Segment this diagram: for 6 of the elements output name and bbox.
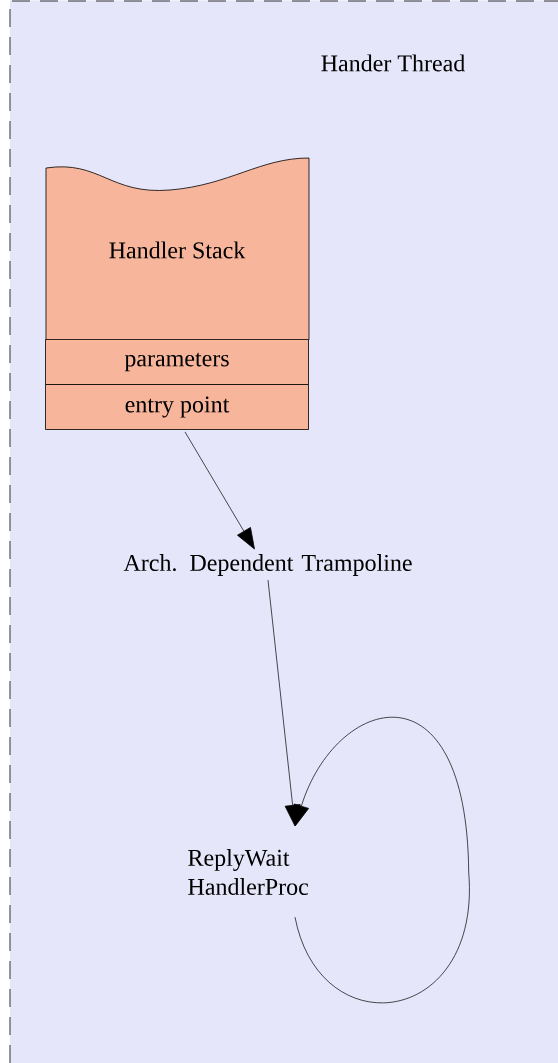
arrow [184,431,255,550]
trampoline-label: Arch. Dependent Trampoline [123,554,412,576]
handler-proc-label: ReplyWait HandlerProc [188,849,309,895]
stack-cell: entry point [45,384,309,430]
arrow [293,717,470,1003]
stack-cell: parameters [45,339,309,385]
